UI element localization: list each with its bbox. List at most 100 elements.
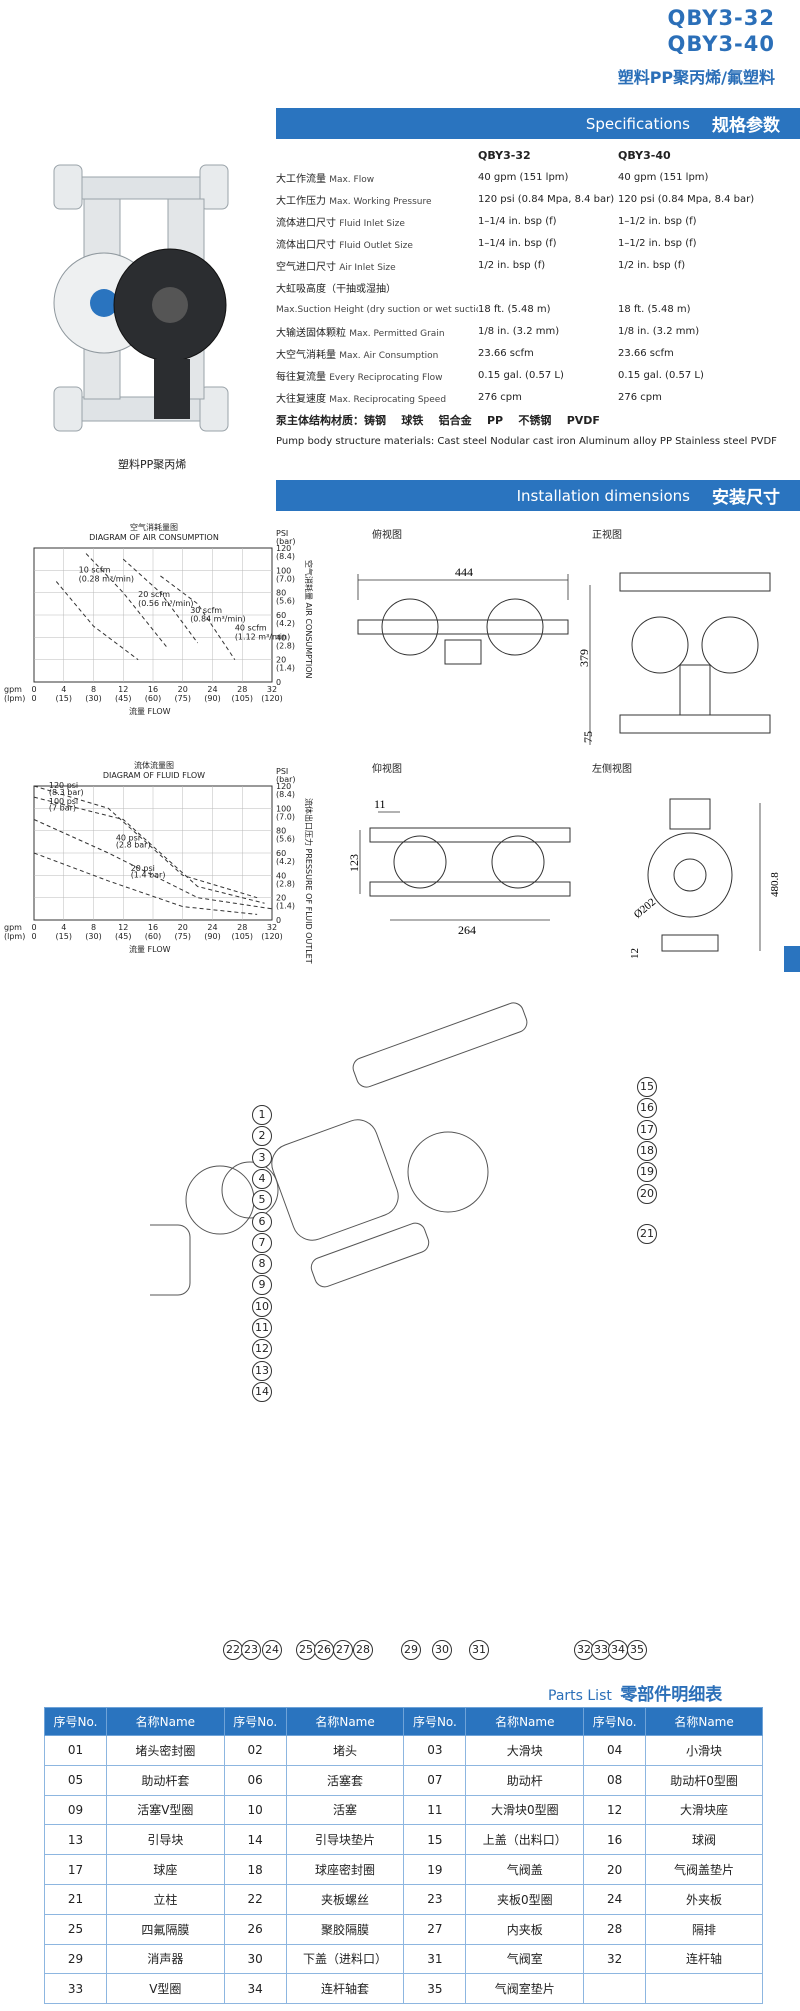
part-name: 堵头密封圈: [105, 1735, 225, 1766]
callout-12: 12: [252, 1339, 272, 1360]
y-tick-label: 80: [276, 589, 286, 598]
part-name: 助动杆0型圈: [645, 1764, 763, 1796]
x-tick-lpm: (90): [204, 694, 220, 703]
y-tick-label: 60: [276, 849, 286, 858]
callout-28: 28: [353, 1640, 373, 1660]
y-axis-label: 空气消耗量 AIR CONSUMPTION: [304, 560, 314, 679]
part-name: [645, 1973, 763, 2005]
part-no: 28: [583, 1913, 647, 1945]
spec-zh: 流体进口尺寸: [276, 218, 336, 229]
y-tick-bar: (4.2): [276, 619, 295, 628]
callout-16: 16: [637, 1098, 657, 1119]
spec-v1: 23.66 scfm: [478, 348, 534, 359]
part-no: 25: [44, 1913, 107, 1945]
x-tick-label: 0: [31, 923, 36, 932]
dim-123: 123: [350, 854, 361, 872]
part-no: 24: [583, 1883, 647, 1915]
part-no: 04: [583, 1735, 647, 1766]
spec-header-row: QBY3-32 QBY3-40: [276, 145, 776, 166]
x-unit: gpm: [4, 923, 22, 932]
dim-75: 75: [581, 731, 595, 743]
chart-title: 流体流量图: [134, 760, 174, 770]
spec-en: Fluid Inlet Size: [339, 219, 405, 229]
annotation: 20 psi: [131, 864, 155, 873]
spec-bar-zh: 规格参数: [712, 116, 780, 136]
callout-1: 1: [252, 1105, 272, 1125]
callout-9: 9: [252, 1275, 272, 1296]
callout-35: 35: [627, 1640, 647, 1660]
x-tick-label: 4: [61, 923, 66, 932]
head-name: 名称Name: [105, 1707, 225, 1736]
part-name: 上盖（出料口）: [465, 1824, 585, 1856]
spec-zh: 大往复速度: [276, 394, 326, 405]
spec-v2: 1–1/2 in. bsp (f): [618, 216, 697, 227]
front-view-label: 正视图: [592, 530, 622, 541]
part-no: 18: [223, 1854, 287, 1885]
series-line: [160, 575, 236, 660]
spec-en: Fluid Outlet Size: [339, 241, 413, 251]
callout-26: 26: [314, 1640, 334, 1660]
chart-subtitle: DIAGRAM OF FLUID FLOW: [103, 771, 205, 780]
callout-19: 19: [637, 1162, 657, 1183]
part-no: 13: [44, 1824, 107, 1856]
spec-zh: 空气进口尺寸: [276, 262, 336, 273]
y-tick-label: 20: [276, 656, 286, 665]
callout-17: 17: [637, 1119, 657, 1140]
part-no: 10: [223, 1794, 287, 1826]
part-no: 26: [223, 1913, 287, 1945]
spec-zh: 大虹吸高度（干抽或湿抽）: [276, 284, 396, 295]
spec-en: Max. Reciprocating Speed: [329, 395, 447, 405]
top-view-drawing: 444: [357, 565, 569, 665]
spec-v2: 23.66 scfm: [618, 348, 674, 359]
series-line: [33, 819, 273, 910]
x-tick-label: 12: [118, 923, 128, 932]
part-no: 09: [44, 1794, 107, 1826]
callout-22: 22: [223, 1640, 243, 1660]
part-no: 07: [403, 1764, 467, 1796]
annotation: (0.84 m³/min): [190, 615, 245, 624]
spec-col2: QBY3-40: [618, 149, 671, 162]
spec-v2: 40 gpm (151 lpm): [618, 172, 709, 183]
y-tick-label: 100: [276, 566, 291, 575]
y-tick-label: 40: [276, 633, 286, 642]
head-no: 序号No.: [223, 1707, 287, 1736]
y-unit-bar: (bar): [276, 537, 296, 546]
spec-bar-en: Specifications: [585, 114, 690, 133]
y-tick-label: 40: [276, 871, 286, 880]
bottom-view-label: 仰视图: [372, 764, 402, 775]
x-tick-label: 12: [118, 685, 128, 694]
spec-bar: Specifications 规格参数: [276, 108, 800, 139]
part-name: 夹板螺丝: [285, 1883, 405, 1915]
material-title: 塑料PP聚丙烯/氟塑料: [617, 68, 775, 87]
spec-v1: 40 gpm (151 lpm): [478, 172, 569, 183]
part-name: 球座: [105, 1854, 225, 1885]
spec-v1: 1/8 in. (3.2 mm): [478, 326, 560, 337]
y-axis-label: 流体出口压力 PRESSURE OF FLUID OUTLET: [304, 798, 314, 964]
parts-title: Parts List 零部件明细表: [548, 1680, 722, 1705]
part-no: 23: [403, 1883, 467, 1915]
part-no: 06: [223, 1764, 287, 1796]
dim-379: 379: [580, 649, 591, 667]
callout-3: 3: [252, 1147, 272, 1168]
callout-14: 14: [252, 1381, 272, 1402]
annotation: 100 psi: [49, 797, 78, 806]
parts-table: 序号No.名称Name 序号No.名称Name 序号No.名称Name 序号No…: [44, 1707, 763, 2005]
parts-header-row: 序号No.名称Name 序号No.名称Name 序号No.名称Name 序号No…: [44, 1707, 763, 1736]
part-name: V型圈: [105, 1973, 225, 2005]
head-name: 名称Name: [285, 1707, 405, 1736]
annotation: 40 psi: [116, 834, 140, 843]
parts-title-en: Parts List: [548, 1688, 612, 1704]
material-zh: 泵主体结构材质：铸钢 球铁 铝合金 PP 不锈钢 PVDF: [276, 414, 600, 427]
spec-v2: 120 psi (0.84 Mpa, 8.4 bar): [618, 194, 755, 205]
callout-29: 29: [401, 1640, 421, 1660]
part-name: 隔排: [645, 1913, 763, 1945]
x-tick-lpm: (60): [145, 694, 161, 703]
